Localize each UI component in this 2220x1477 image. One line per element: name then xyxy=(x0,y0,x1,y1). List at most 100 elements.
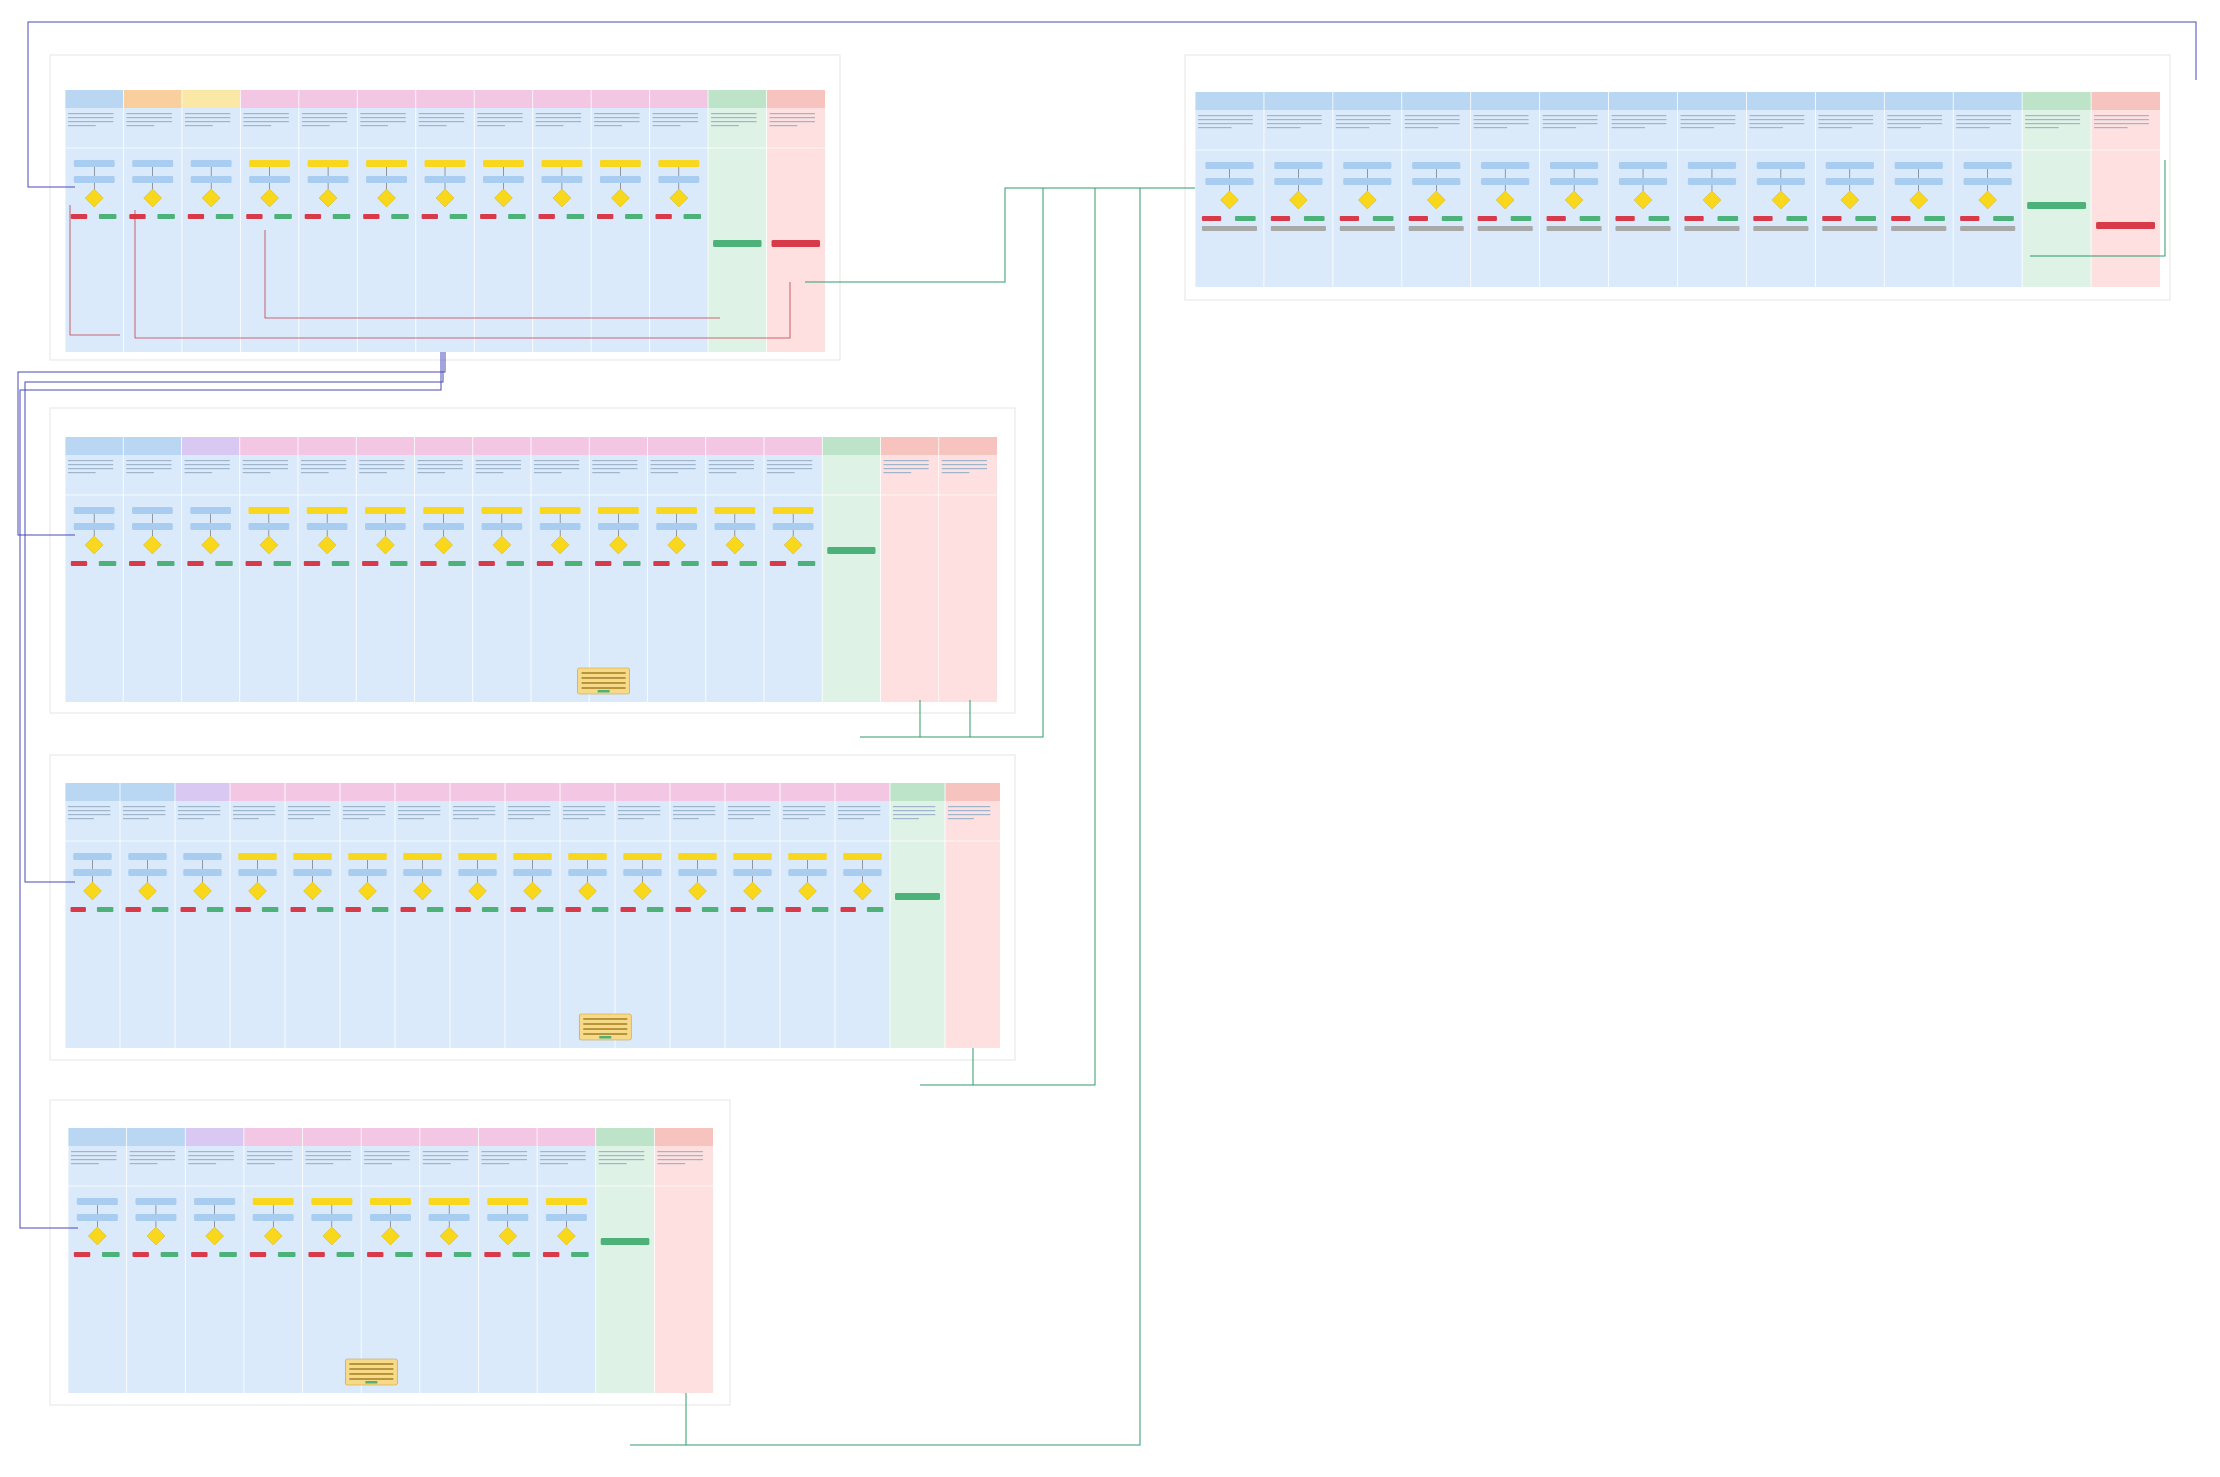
process-node[interactable] xyxy=(183,853,222,860)
accept-node[interactable] xyxy=(206,907,224,912)
process-node[interactable] xyxy=(311,1214,353,1221)
accept-node[interactable] xyxy=(157,214,175,219)
decision-node[interactable] xyxy=(552,188,572,208)
reject-node[interactable] xyxy=(304,214,322,219)
process-node[interactable] xyxy=(658,176,700,183)
process-node[interactable] xyxy=(623,853,662,860)
decision-node[interactable] xyxy=(88,1226,107,1246)
reject-node[interactable] xyxy=(711,561,728,566)
accept-node[interactable] xyxy=(96,907,114,912)
accept-node[interactable] xyxy=(536,907,554,912)
process-node[interactable] xyxy=(1274,162,1323,169)
process-node[interactable] xyxy=(733,869,772,876)
process-node[interactable] xyxy=(1343,162,1392,169)
process-node[interactable] xyxy=(1825,178,1874,185)
status-node[interactable] xyxy=(1408,226,1464,231)
process-node[interactable] xyxy=(1481,162,1530,169)
process-node[interactable] xyxy=(843,853,882,860)
reject-node[interactable] xyxy=(421,214,438,219)
process-node[interactable] xyxy=(135,1214,177,1221)
process-node[interactable] xyxy=(1756,162,1806,169)
reject-node[interactable] xyxy=(191,1252,208,1257)
decision-node[interactable] xyxy=(318,188,338,208)
decision-node[interactable] xyxy=(1289,190,1308,210)
process-node[interactable] xyxy=(656,507,698,514)
decision-node[interactable] xyxy=(609,535,628,555)
decision-node[interactable] xyxy=(303,881,322,901)
reject-node[interactable] xyxy=(484,1252,501,1257)
reject-node[interactable] xyxy=(480,214,497,219)
accept-node[interactable] xyxy=(332,214,351,219)
status-node[interactable] xyxy=(1615,226,1671,231)
accept-node[interactable] xyxy=(336,1252,355,1257)
process-node[interactable] xyxy=(423,523,465,530)
end-node[interactable] xyxy=(895,893,940,900)
process-node[interactable] xyxy=(369,1198,412,1205)
accept-node[interactable] xyxy=(160,1252,179,1257)
accept-node[interactable] xyxy=(331,561,350,566)
process-node[interactable] xyxy=(364,523,406,530)
process-node[interactable] xyxy=(1205,178,1254,185)
status-node[interactable] xyxy=(1477,226,1533,231)
reject-node[interactable] xyxy=(1477,216,1497,221)
process-node[interactable] xyxy=(424,160,466,167)
process-node[interactable] xyxy=(190,176,232,183)
process-node[interactable] xyxy=(1274,178,1323,185)
reject-node[interactable] xyxy=(73,1252,91,1257)
decision-node[interactable] xyxy=(84,188,104,208)
reject-node[interactable] xyxy=(1270,216,1291,221)
process-node[interactable] xyxy=(541,176,583,183)
process-node[interactable] xyxy=(131,507,173,514)
process-node[interactable] xyxy=(306,523,348,530)
process-node[interactable] xyxy=(678,853,717,860)
reject-node[interactable] xyxy=(655,214,672,219)
accept-node[interactable] xyxy=(390,561,408,566)
accept-node[interactable] xyxy=(1924,216,1945,221)
process-node[interactable] xyxy=(248,523,290,530)
decision-node[interactable] xyxy=(1495,190,1515,210)
process-node[interactable] xyxy=(1412,178,1461,185)
process-node[interactable] xyxy=(481,507,523,514)
reject-node[interactable] xyxy=(290,907,306,912)
reject-node[interactable] xyxy=(129,214,146,219)
accept-node[interactable] xyxy=(564,561,583,566)
decision-node[interactable] xyxy=(1771,190,1791,210)
accept-node[interactable] xyxy=(273,561,292,566)
reject-node[interactable] xyxy=(245,561,262,566)
status-node[interactable] xyxy=(1822,226,1878,231)
reject-node[interactable] xyxy=(70,561,88,566)
reject-node[interactable] xyxy=(400,907,416,912)
process-node[interactable] xyxy=(568,869,607,876)
accept-node[interactable] xyxy=(1648,216,1670,221)
decision-node[interactable] xyxy=(743,881,762,901)
process-node[interactable] xyxy=(1894,162,1943,169)
decision-node[interactable] xyxy=(201,535,220,555)
decision-node[interactable] xyxy=(84,535,104,555)
decision-node[interactable] xyxy=(435,188,455,208)
process-node[interactable] xyxy=(194,1198,236,1205)
status-node[interactable] xyxy=(1201,226,1258,231)
decision-node[interactable] xyxy=(633,881,652,901)
process-node[interactable] xyxy=(238,869,277,876)
accept-node[interactable] xyxy=(1993,216,2014,221)
accept-node[interactable] xyxy=(98,561,117,566)
end-node[interactable] xyxy=(2027,202,2087,209)
reject-node[interactable] xyxy=(187,561,204,566)
process-node[interactable] xyxy=(238,853,277,860)
accept-node[interactable] xyxy=(681,561,699,566)
accept-node[interactable] xyxy=(1372,216,1394,221)
status-node[interactable] xyxy=(1960,226,2016,231)
accept-node[interactable] xyxy=(274,214,292,219)
process-node[interactable] xyxy=(597,523,639,530)
process-node[interactable] xyxy=(190,523,232,530)
process-node[interactable] xyxy=(128,853,167,860)
accept-node[interactable] xyxy=(1855,216,1877,221)
decision-node[interactable] xyxy=(1909,190,1929,210)
reject-node[interactable] xyxy=(1201,216,1222,221)
process-node[interactable] xyxy=(293,853,332,860)
process-node[interactable] xyxy=(73,176,115,183)
decision-node[interactable] xyxy=(669,188,689,208)
reject-node[interactable] xyxy=(1822,216,1842,221)
reject-node[interactable] xyxy=(785,907,801,912)
accept-node[interactable] xyxy=(481,907,499,912)
